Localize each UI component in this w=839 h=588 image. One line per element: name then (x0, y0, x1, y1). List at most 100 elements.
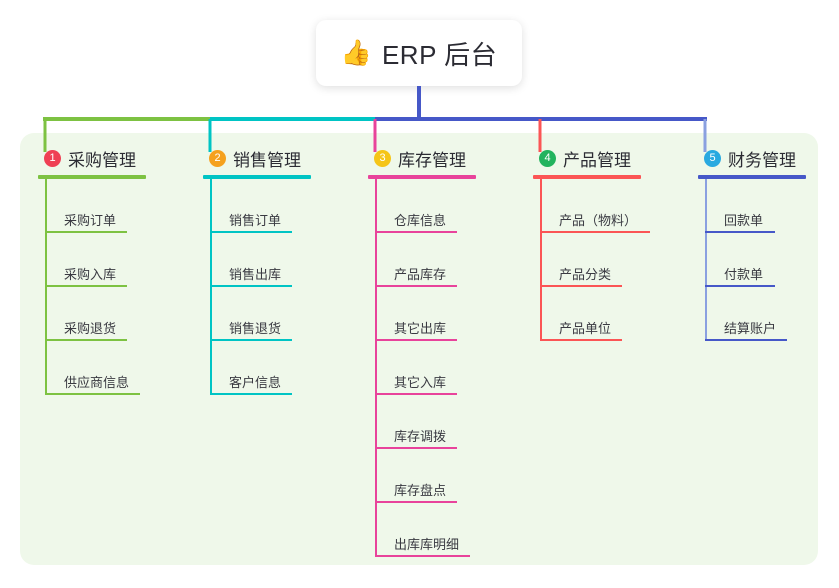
branch-column-5: 5 财务管理回款单付款单结算账户 (698, 146, 806, 341)
leaf-item[interactable]: 产品（物料） (533, 179, 650, 233)
leaf-rule (375, 393, 457, 395)
branch-spine-2 (210, 179, 212, 395)
branch-leaf-list-4: 产品（物料） 产品分类产品单位 (533, 179, 650, 341)
branch-spine-4 (540, 179, 542, 341)
root-node[interactable]: 👍 ERP 后台 (316, 20, 522, 86)
leaf-rule (375, 501, 457, 503)
leaf-item[interactable]: 采购退货 (38, 287, 146, 341)
leaf-label: 其它出库 (394, 321, 447, 336)
leaf-rule (210, 393, 292, 395)
leaf-label: 付款单 (724, 267, 764, 282)
leaf-rule (210, 339, 292, 341)
branch-header-rule-2 (203, 175, 311, 179)
leaf-rule (540, 285, 622, 287)
leaf-label: 供应商信息 (64, 375, 130, 390)
leaf-item[interactable]: 采购订单 (38, 179, 146, 233)
leaf-label: 销售退货 (229, 321, 282, 336)
leaf-rule (705, 231, 775, 233)
leaf-label: 出库库明细 (394, 537, 460, 552)
branch-spine-1 (45, 179, 47, 395)
leaf-item[interactable]: 产品单位 (533, 287, 641, 341)
leaf-label: 产品单位 (559, 321, 612, 336)
branch-title-1: 采购管理 (68, 150, 136, 170)
branch-leaf-list-1: 采购订单采购入库采购退货供应商信息 (38, 179, 146, 395)
branch-column-1: 1 采购管理采购订单采购入库采购退货供应商信息 (38, 146, 146, 395)
leaf-label: 仓库信息 (394, 213, 447, 228)
leaf-label: 库存盘点 (394, 483, 447, 498)
leaf-rule (540, 231, 650, 233)
leaf-label: 产品（物料） (559, 213, 638, 228)
branch-header-rule-5 (698, 175, 806, 179)
branch-badge-1: 1 (44, 149, 61, 167)
branch-title-5: 财务管理 (728, 150, 796, 170)
branch-leaf-list-5: 回款单付款单结算账户 (698, 179, 806, 341)
leaf-item[interactable]: 回款单 (698, 179, 806, 233)
leaf-item[interactable]: 库存调拨 (368, 395, 476, 449)
leaf-item[interactable]: 其它入库 (368, 341, 476, 395)
branch-column-2: 2 销售管理销售订单销售出库销售退货客户信息 (203, 146, 311, 395)
branch-leaf-list-3: 仓库信息产品库存其它出库其它入库库存调拨库存盘点出库库明细 (368, 179, 476, 557)
branches-panel (20, 133, 818, 565)
branch-spine-5 (705, 179, 707, 341)
leaf-rule (45, 285, 127, 287)
leaf-rule (45, 393, 140, 395)
branch-header-rule-1 (38, 175, 146, 179)
leaf-label: 结算账户 (724, 321, 777, 336)
branch-header-rule-3 (368, 175, 476, 179)
branch-header-3[interactable]: 3 库存管理 (368, 146, 476, 170)
leaf-rule (705, 339, 787, 341)
leaf-label: 其它入库 (394, 375, 447, 390)
leaf-item[interactable]: 客户信息 (203, 341, 311, 395)
branch-header-4[interactable]: 4 产品管理 (533, 146, 641, 170)
leaf-label: 采购订单 (64, 213, 117, 228)
leaf-label: 销售出库 (229, 267, 282, 282)
leaf-item[interactable]: 采购入库 (38, 233, 146, 287)
leaf-label: 回款单 (724, 213, 764, 228)
leaf-label: 库存调拨 (394, 429, 447, 444)
branch-badge-3: 3 (374, 149, 391, 167)
branch-header-rule-4 (533, 175, 641, 179)
leaf-item[interactable]: 库存盘点 (368, 449, 476, 503)
leaf-item[interactable]: 付款单 (698, 233, 806, 287)
leaf-label: 产品库存 (394, 267, 447, 282)
branch-column-3: 3 库存管理仓库信息产品库存其它出库其它入库库存调拨库存盘点出库库明细 (368, 146, 476, 557)
branch-title-3: 库存管理 (398, 150, 466, 170)
branch-badge-4: 4 (539, 149, 556, 167)
leaf-item[interactable]: 供应商信息 (38, 341, 146, 395)
leaf-item[interactable]: 产品分类 (533, 233, 641, 287)
leaf-item[interactable]: 销售退货 (203, 287, 311, 341)
leaf-rule (540, 339, 622, 341)
branch-title-2: 销售管理 (233, 150, 301, 170)
leaf-item[interactable]: 销售订单 (203, 179, 311, 233)
branch-title-4: 产品管理 (563, 150, 631, 170)
leaf-rule (705, 285, 775, 287)
branch-header-5[interactable]: 5 财务管理 (698, 146, 806, 170)
leaf-rule (375, 447, 457, 449)
leaf-rule (375, 285, 457, 287)
branch-badge-5: 5 (704, 149, 721, 167)
leaf-item[interactable]: 结算账户 (698, 287, 806, 341)
leaf-item[interactable]: 销售出库 (203, 233, 311, 287)
leaf-label: 采购退货 (64, 321, 117, 336)
leaf-label: 产品分类 (559, 267, 612, 282)
leaf-item[interactable]: 出库库明细 (368, 503, 476, 557)
branch-header-1[interactable]: 1 采购管理 (38, 146, 146, 170)
branch-badge-2: 2 (209, 149, 226, 167)
leaf-item[interactable]: 产品库存 (368, 233, 476, 287)
leaf-rule (210, 231, 292, 233)
leaf-item[interactable]: 仓库信息 (368, 179, 476, 233)
leaf-rule (45, 231, 127, 233)
leaf-label: 采购入库 (64, 267, 117, 282)
thumbs-up-icon: 👍 (340, 38, 372, 67)
leaf-rule (210, 285, 292, 287)
root-node-title: ERP 后台 (381, 39, 498, 70)
branch-header-2[interactable]: 2 销售管理 (203, 146, 311, 170)
leaf-rule (375, 231, 457, 233)
branch-leaf-list-2: 销售订单销售出库销售退货客户信息 (203, 179, 311, 395)
leaf-rule (375, 339, 457, 341)
leaf-rule (375, 555, 470, 557)
leaf-item[interactable]: 其它出库 (368, 287, 476, 341)
branch-column-4: 4 产品管理产品（物料） 产品分类产品单位 (533, 146, 650, 341)
leaf-label: 客户信息 (229, 375, 282, 390)
